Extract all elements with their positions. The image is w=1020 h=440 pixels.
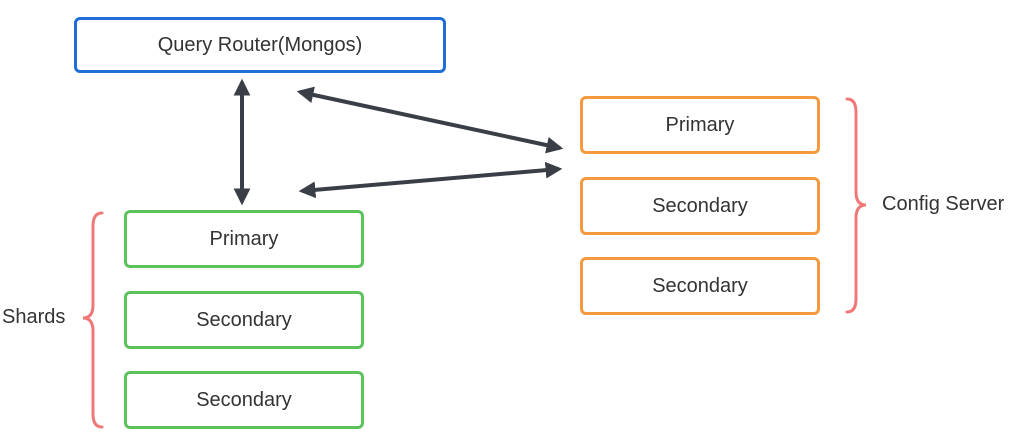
shards-config-arrow: [298, 161, 563, 199]
config-server-group-label: Config Server: [882, 193, 1005, 215]
shards-brace: [82, 211, 104, 429]
shard-primary-node: Primary: [124, 210, 364, 268]
shard-primary-label: Primary: [209, 227, 279, 250]
shards-group-label: Shards: [2, 306, 66, 328]
shard-secondary-label-1: Secondary: [196, 308, 292, 331]
config-secondary-label-2: Secondary: [652, 274, 748, 297]
shard-secondary-node-1: Secondary: [124, 291, 364, 349]
query-router-node: Query Router(Mongos): [74, 17, 446, 73]
query-router-label: Query Router(Mongos): [157, 33, 363, 56]
shard-secondary-label-2: Secondary: [196, 388, 292, 411]
config-secondary-node-1: Secondary: [580, 177, 820, 235]
config-primary-label: Primary: [665, 113, 735, 136]
config-brace: [845, 97, 867, 314]
router-config-arrow: [296, 86, 564, 154]
config-secondary-node-2: Secondary: [580, 257, 820, 315]
config-secondary-label-1: Secondary: [652, 194, 748, 217]
config-primary-node: Primary: [580, 96, 820, 154]
shard-secondary-node-2: Secondary: [124, 371, 364, 429]
